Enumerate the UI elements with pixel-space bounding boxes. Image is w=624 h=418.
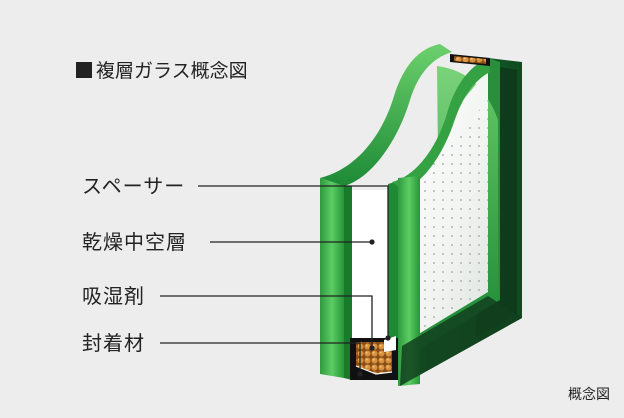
marker-air-layer-end (369, 239, 375, 245)
concept-note: 概念図 (568, 387, 610, 403)
leader-spacer (198, 185, 389, 336)
diagram-title: 複層ガラス概念図 (76, 62, 248, 81)
front-glass-pane (320, 44, 522, 386)
leader-lines (160, 185, 389, 372)
label-sealant: 封着材 (82, 331, 145, 355)
label-dry-air-layer: 乾燥中空層 (82, 230, 187, 254)
marker-desiccant-end (369, 345, 375, 351)
title-square-icon (76, 62, 92, 78)
marker-spacer-end (385, 335, 391, 341)
leader-desiccant (160, 295, 373, 346)
leader-sealant (160, 342, 361, 372)
diagram-title-text: 複層ガラス概念図 (96, 60, 248, 82)
label-spacer: スペーサー (82, 174, 186, 198)
top-spacer (450, 54, 490, 66)
air-layer (350, 70, 488, 344)
label-desiccant: 吸湿剤 (82, 284, 145, 308)
marker-sealant-end (357, 371, 363, 377)
